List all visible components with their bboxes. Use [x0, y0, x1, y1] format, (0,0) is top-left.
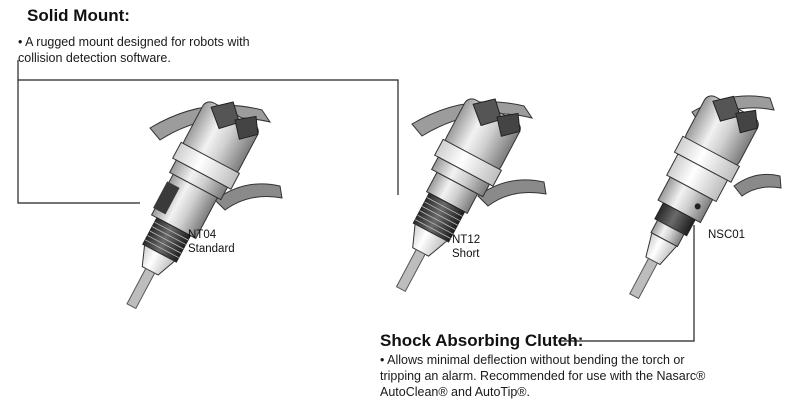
- clutch-line-1: • Allows minimal deflection without bend…: [380, 353, 685, 367]
- nt04-mount-illustration: [126, 101, 283, 310]
- clutch-description: • Allows minimal deflection without bend…: [380, 352, 705, 400]
- clutch-line-3: AutoClean® and AutoTip®.: [380, 385, 530, 399]
- solid-mount-description: • A rugged mount designed for robots wit…: [18, 34, 250, 66]
- nt04-variant: Standard: [188, 243, 235, 255]
- clutch-line-2: tripping an alarm. Recommended for use w…: [380, 369, 706, 383]
- nsc01-model: NSC01: [708, 229, 746, 241]
- solid-mount-line-2: collision detection software.: [18, 51, 171, 65]
- nt04-label: NT04 Standard: [188, 228, 235, 256]
- solid-mount-title: Solid Mount:: [27, 6, 130, 25]
- clutch-title: Shock Absorbing Clutch:: [380, 331, 584, 350]
- solid-mount-leader-line: [17, 60, 399, 204]
- clutch-leader-line: [558, 225, 695, 342]
- nsc01-label: NSC01: [708, 228, 745, 242]
- nsc01-mount-illustration: [629, 95, 782, 300]
- nt12-label: NT12 Short: [452, 233, 480, 261]
- nt04-model: NT04: [188, 229, 217, 241]
- solid-mount-line-1: • A rugged mount designed for robots wit…: [18, 35, 250, 49]
- nt12-variant: Short: [452, 248, 480, 260]
- nt12-mount-illustration: [395, 98, 547, 293]
- nt12-model: NT12: [452, 234, 481, 246]
